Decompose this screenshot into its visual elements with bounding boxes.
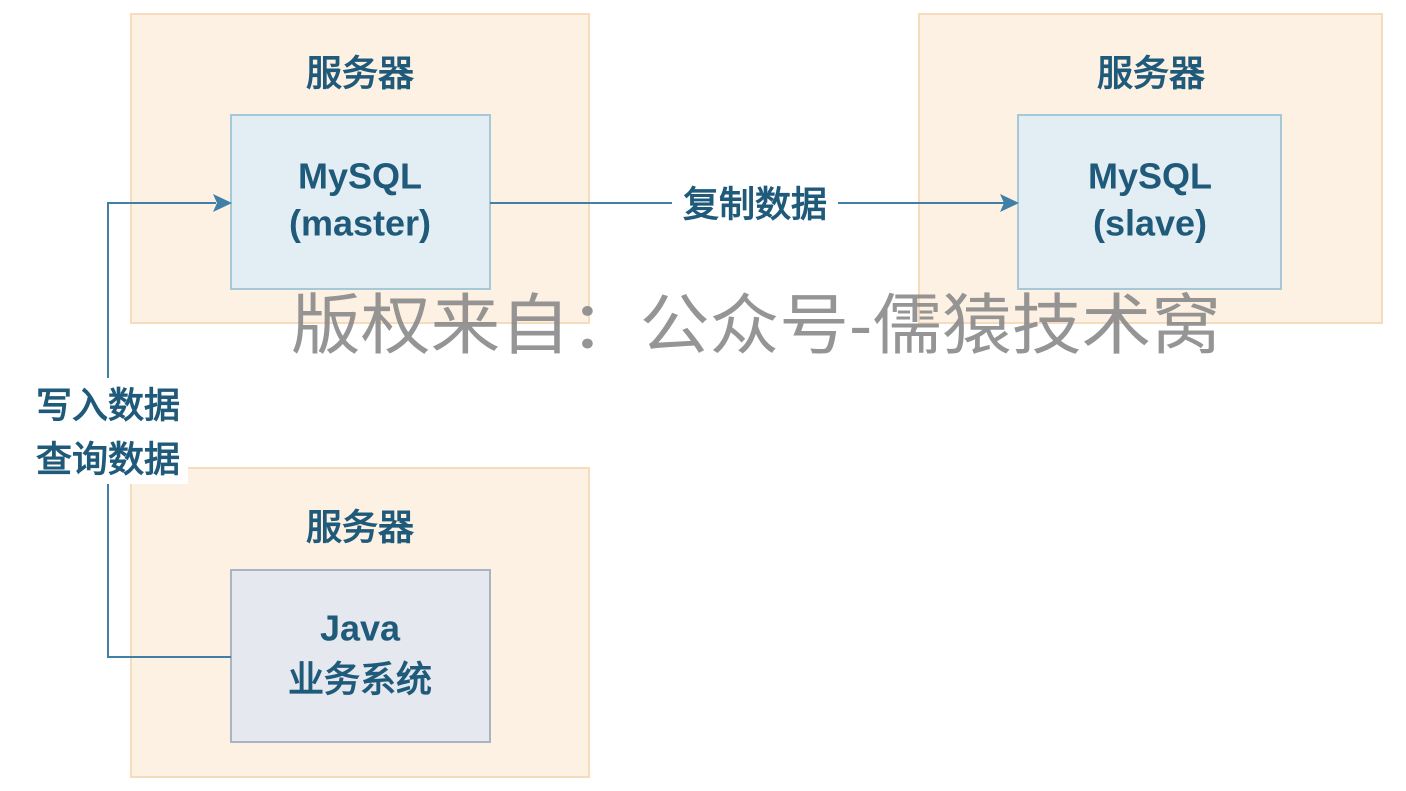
server-label-java: 服务器 bbox=[306, 507, 415, 548]
replication-label: 复制数据 bbox=[683, 184, 827, 225]
mysql-master-role: (master) bbox=[289, 203, 431, 244]
java-app-box bbox=[230, 569, 491, 743]
read-write-label-bg bbox=[28, 378, 188, 484]
replication-label-bg bbox=[672, 182, 838, 226]
read-write-arrowhead-icon bbox=[213, 194, 232, 212]
mysql-master-name: MySQL bbox=[298, 156, 422, 197]
server-label-slave: 服务器 bbox=[1097, 53, 1206, 94]
java-app-desc: 业务系统 bbox=[288, 659, 432, 700]
query-data-label: 查询数据 bbox=[36, 439, 180, 480]
server-label-master: 服务器 bbox=[306, 53, 415, 94]
watermark-text: 版权来自：公众号-儒猿技术窝 bbox=[291, 288, 1221, 362]
replication-arrowhead-icon bbox=[1000, 194, 1019, 212]
edge-read-write: 写入数据 查询数据 bbox=[28, 194, 232, 658]
write-data-label: 写入数据 bbox=[36, 385, 180, 426]
mysql-master-box bbox=[230, 114, 491, 290]
mysql-slave-box bbox=[1017, 114, 1282, 290]
mysql-slave-name: MySQL bbox=[1088, 156, 1212, 197]
java-app-name: Java bbox=[320, 608, 401, 649]
server-java: 服务器 Java 业务系统 bbox=[130, 467, 590, 778]
server-slave: 服务器 MySQL (slave) bbox=[918, 13, 1383, 324]
edge-replication: 复制数据 bbox=[490, 182, 1019, 226]
server-master: 服务器 MySQL (master) bbox=[130, 13, 590, 324]
mysql-slave-role: (slave) bbox=[1093, 203, 1207, 244]
